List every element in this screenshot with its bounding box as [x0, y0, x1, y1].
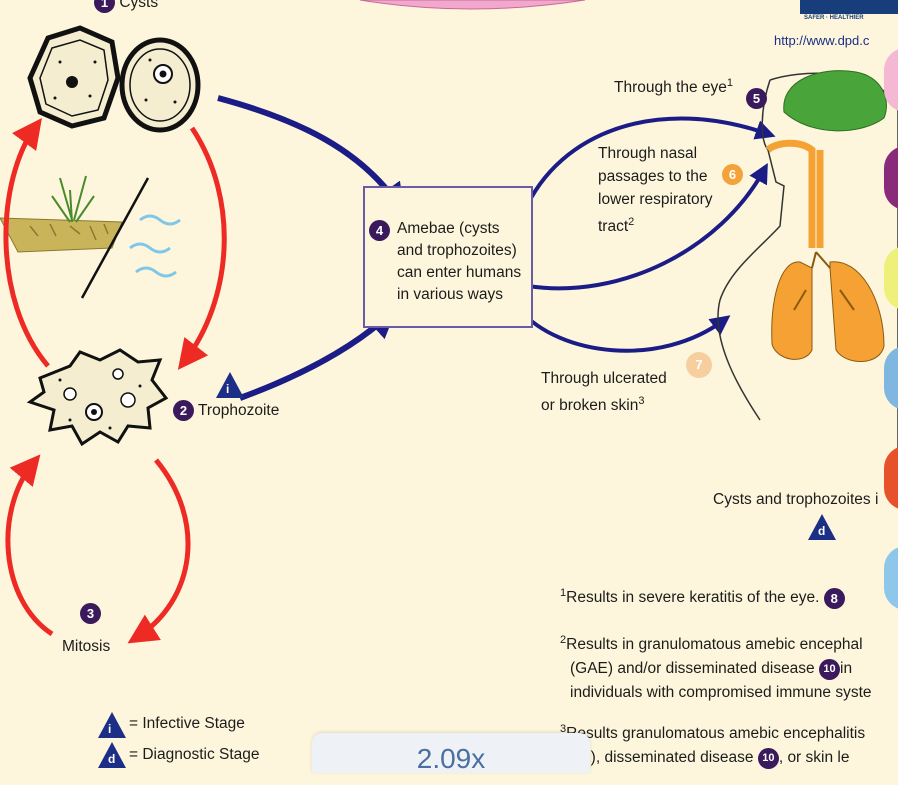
trophozoite-label-row: 2 Trophozoite	[173, 400, 279, 421]
stage-4-badge: 4	[369, 220, 390, 241]
stage-6-wrap: 6	[722, 164, 743, 185]
trophozoite-label: Trophozoite	[198, 402, 279, 419]
footnote-3: 3Results granulomatous amebic encephalit…	[560, 717, 865, 770]
nasal-line-4: tract	[598, 218, 628, 235]
footnote-3-line-2: AE), disseminated disease	[570, 749, 754, 766]
arrow-trophozoite-to-mitosis	[136, 460, 188, 638]
infective-stage-triangle-top	[216, 372, 244, 398]
nasal-sup: 2	[628, 216, 634, 228]
footnote-1-text: Results in severe keratitis of the eye.	[566, 589, 819, 606]
stage-5-badge: 5	[746, 88, 767, 109]
stage-6-badge: 6	[722, 164, 743, 185]
stage-1-badge: 1	[94, 0, 115, 13]
cyst-image-1	[30, 28, 118, 126]
cyst-image-2	[122, 40, 198, 130]
stage-10-badge-b: 10	[758, 748, 779, 769]
nasal-line-3: lower respiratory	[598, 188, 713, 211]
nasal-airway	[768, 143, 820, 248]
skin-line-2: or broken skin	[541, 397, 638, 414]
stage-3-badge-wrap: 3	[80, 603, 101, 624]
stage-8-badge: 8	[824, 588, 845, 609]
brain	[784, 71, 887, 131]
right-lung	[830, 262, 884, 362]
footnote-2-line-2: (GAE) and/or disseminated disease	[570, 660, 815, 677]
eye-route-text: Through the eye	[614, 79, 727, 96]
diag-letter: d	[818, 521, 825, 542]
entry-routes-text: Amebae (cysts and trophozoites) can ente…	[375, 218, 525, 306]
cysts-label: Cysts	[119, 0, 158, 11]
cdc-logo-bar	[800, 0, 898, 14]
top-pink-shape	[360, 0, 585, 9]
nasal-route-label: Through nasal passages to the lower resp…	[598, 142, 713, 238]
skin-route-label: Through ulcerated or broken skin3	[541, 368, 667, 417]
stage-2-badge: 2	[173, 400, 194, 421]
arrow-to-skin	[520, 310, 724, 351]
cysts-label-row: 1 Cysts	[94, 0, 158, 13]
url-text: http://www.dpd.c	[774, 30, 869, 51]
legend-infective-triangle	[98, 712, 126, 738]
left-lung	[772, 262, 812, 359]
footnote-1: 1Results in severe keratitis of the eye.…	[560, 583, 845, 609]
footnote-3-tail: , or skin le	[779, 749, 850, 766]
arrow-cyst-to-trophozoite	[184, 128, 224, 362]
stage-7-badge: 7	[686, 352, 712, 378]
mitosis-label: Mitosis	[62, 636, 110, 657]
footnote-2-line-1: Results in granulomatous amebic encephal	[566, 636, 862, 653]
legend-infective-letter: i	[108, 719, 111, 740]
entry-routes-box: 4 Amebae (cysts and trophozoites) can en…	[363, 186, 533, 328]
logo-text: SAFER · HEALTHIER	[804, 14, 864, 22]
stage-3-badge: 3	[80, 603, 101, 624]
legend-diagnostic: = Diagnostic Stage	[129, 744, 260, 765]
stage-10-badge-a: 10	[819, 659, 840, 680]
skin-sup: 3	[638, 395, 644, 407]
human-caption: Cysts and trophozoites i	[713, 489, 878, 510]
legend-diagnostic-letter: d	[108, 749, 115, 770]
eye-route-label: Through the eye1	[614, 73, 733, 98]
zoom-level-badge[interactable]: 2.09x	[312, 733, 590, 773]
trophozoite-image	[30, 350, 166, 444]
eye-route-sup: 1	[727, 77, 733, 89]
human-figure	[718, 71, 898, 470]
stage-5-wrap: 5	[746, 88, 767, 109]
footnote-2-in: in	[840, 660, 852, 677]
stage-7-wrap: 7	[686, 352, 712, 378]
arrow-trophozoite-to-box	[240, 316, 388, 398]
infective-letter-top: i	[226, 379, 229, 400]
arrow-mitosis-to-trophozoite	[8, 462, 52, 634]
skin-line-1: Through ulcerated	[541, 368, 667, 390]
nasal-line-2: passages to the	[598, 165, 713, 188]
nasal-line-1: Through nasal	[598, 142, 713, 165]
footnote-3-line-1: Results granulomatous amebic encephaliti…	[566, 725, 865, 742]
footnote-2: 2Results in granulomatous amebic encepha…	[560, 628, 872, 705]
legend-infective: = Infective Stage	[129, 713, 245, 734]
soil-water-icon	[0, 176, 180, 298]
footnote-2-line-3: individuals with compromised immune syst…	[560, 681, 872, 705]
